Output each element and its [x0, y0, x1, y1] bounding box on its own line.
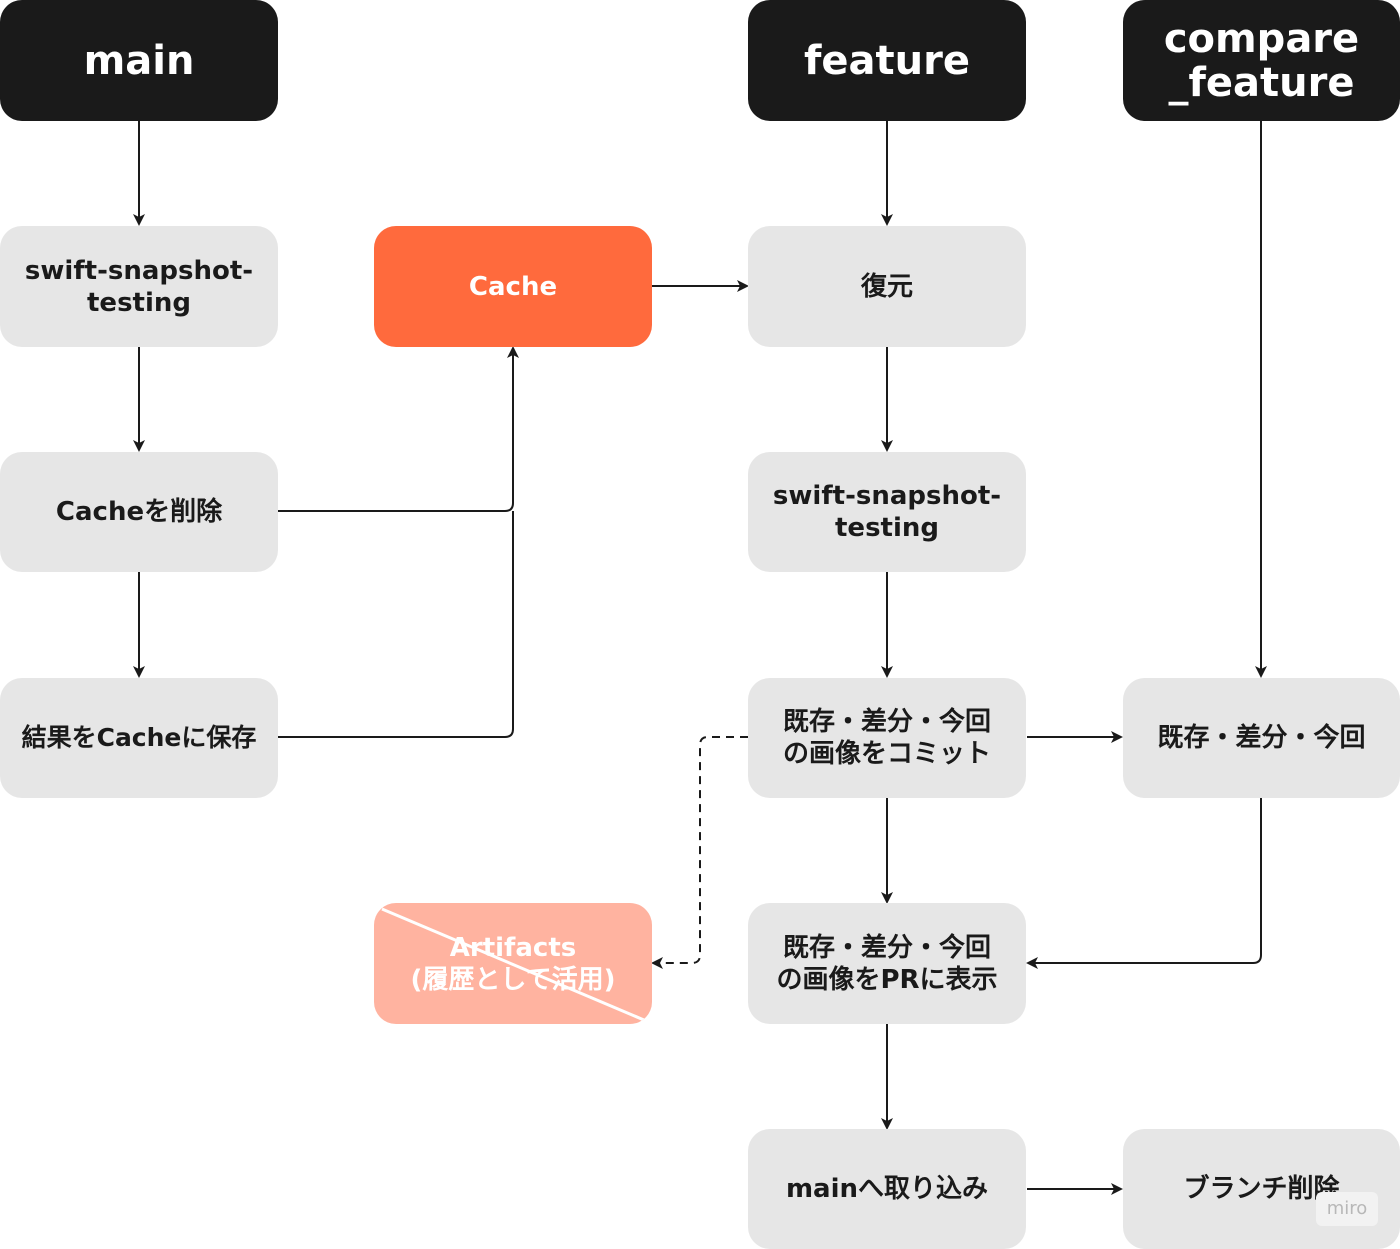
artifacts-node-deprecated: Artifacts (履歴として活用): [374, 903, 652, 1024]
restore-label: 復元: [860, 271, 913, 302]
arrow-commit-to-artifacts: [651, 736, 748, 969]
feature-snapshot-step: swift-snapshot- testing: [748, 452, 1026, 572]
commit-images-step: 既存・差分・今回 の画像をコミット: [748, 678, 1026, 798]
delete-branch-label: ブランチ削除: [1183, 1174, 1340, 1204]
branch-compare-feature-label: compare _feature: [1163, 15, 1360, 106]
cache-label: Cache: [468, 271, 558, 302]
arrow-delete-cache-to-cache: [278, 346, 519, 512]
arrow-save-to-cache: [278, 511, 514, 738]
save-cache-label: 結果をCacheに保存: [21, 723, 257, 752]
branch-feature-header: feature: [748, 0, 1026, 121]
save-cache-step: 結果をCacheに保存: [0, 678, 278, 798]
delete-cache-label: Cacheを削除: [55, 497, 223, 527]
merge-to-main-step: mainへ取り込み: [748, 1129, 1026, 1249]
main-snapshot-step: swift-snapshot- testing: [0, 226, 278, 347]
pr-images-step: 既存・差分・今回 の画像をPRに表示: [748, 903, 1026, 1024]
branch-feature-label: feature: [804, 37, 970, 84]
restore-step: 復元: [748, 226, 1026, 347]
branch-compare-feature-header: compare _feature: [1123, 0, 1400, 121]
miro-watermark: miro: [1316, 1192, 1378, 1226]
pr-images-label: 既存・差分・今回 の画像をPRに表示: [776, 932, 998, 995]
cache-node: Cache: [374, 226, 652, 347]
main-snapshot-label: swift-snapshot- testing: [24, 255, 254, 318]
merge-to-main-label: mainへ取り込み: [785, 1174, 989, 1204]
feature-snapshot-label: swift-snapshot- testing: [772, 481, 1002, 543]
strikethrough-line: [381, 907, 645, 1022]
branch-main-label: main: [83, 37, 195, 84]
arrow-images-to-pr: [1026, 798, 1262, 969]
delete-cache-step: Cacheを削除: [0, 452, 278, 572]
commit-images-label: 既存・差分・今回 の画像をコミット: [782, 707, 991, 769]
delete-branch-step: ブランチ削除: [1123, 1129, 1400, 1249]
branch-main-header: main: [0, 0, 278, 121]
compare-images-step: 既存・差分・今回: [1123, 678, 1400, 798]
compare-images-label: 既存・差分・今回: [1157, 723, 1366, 753]
